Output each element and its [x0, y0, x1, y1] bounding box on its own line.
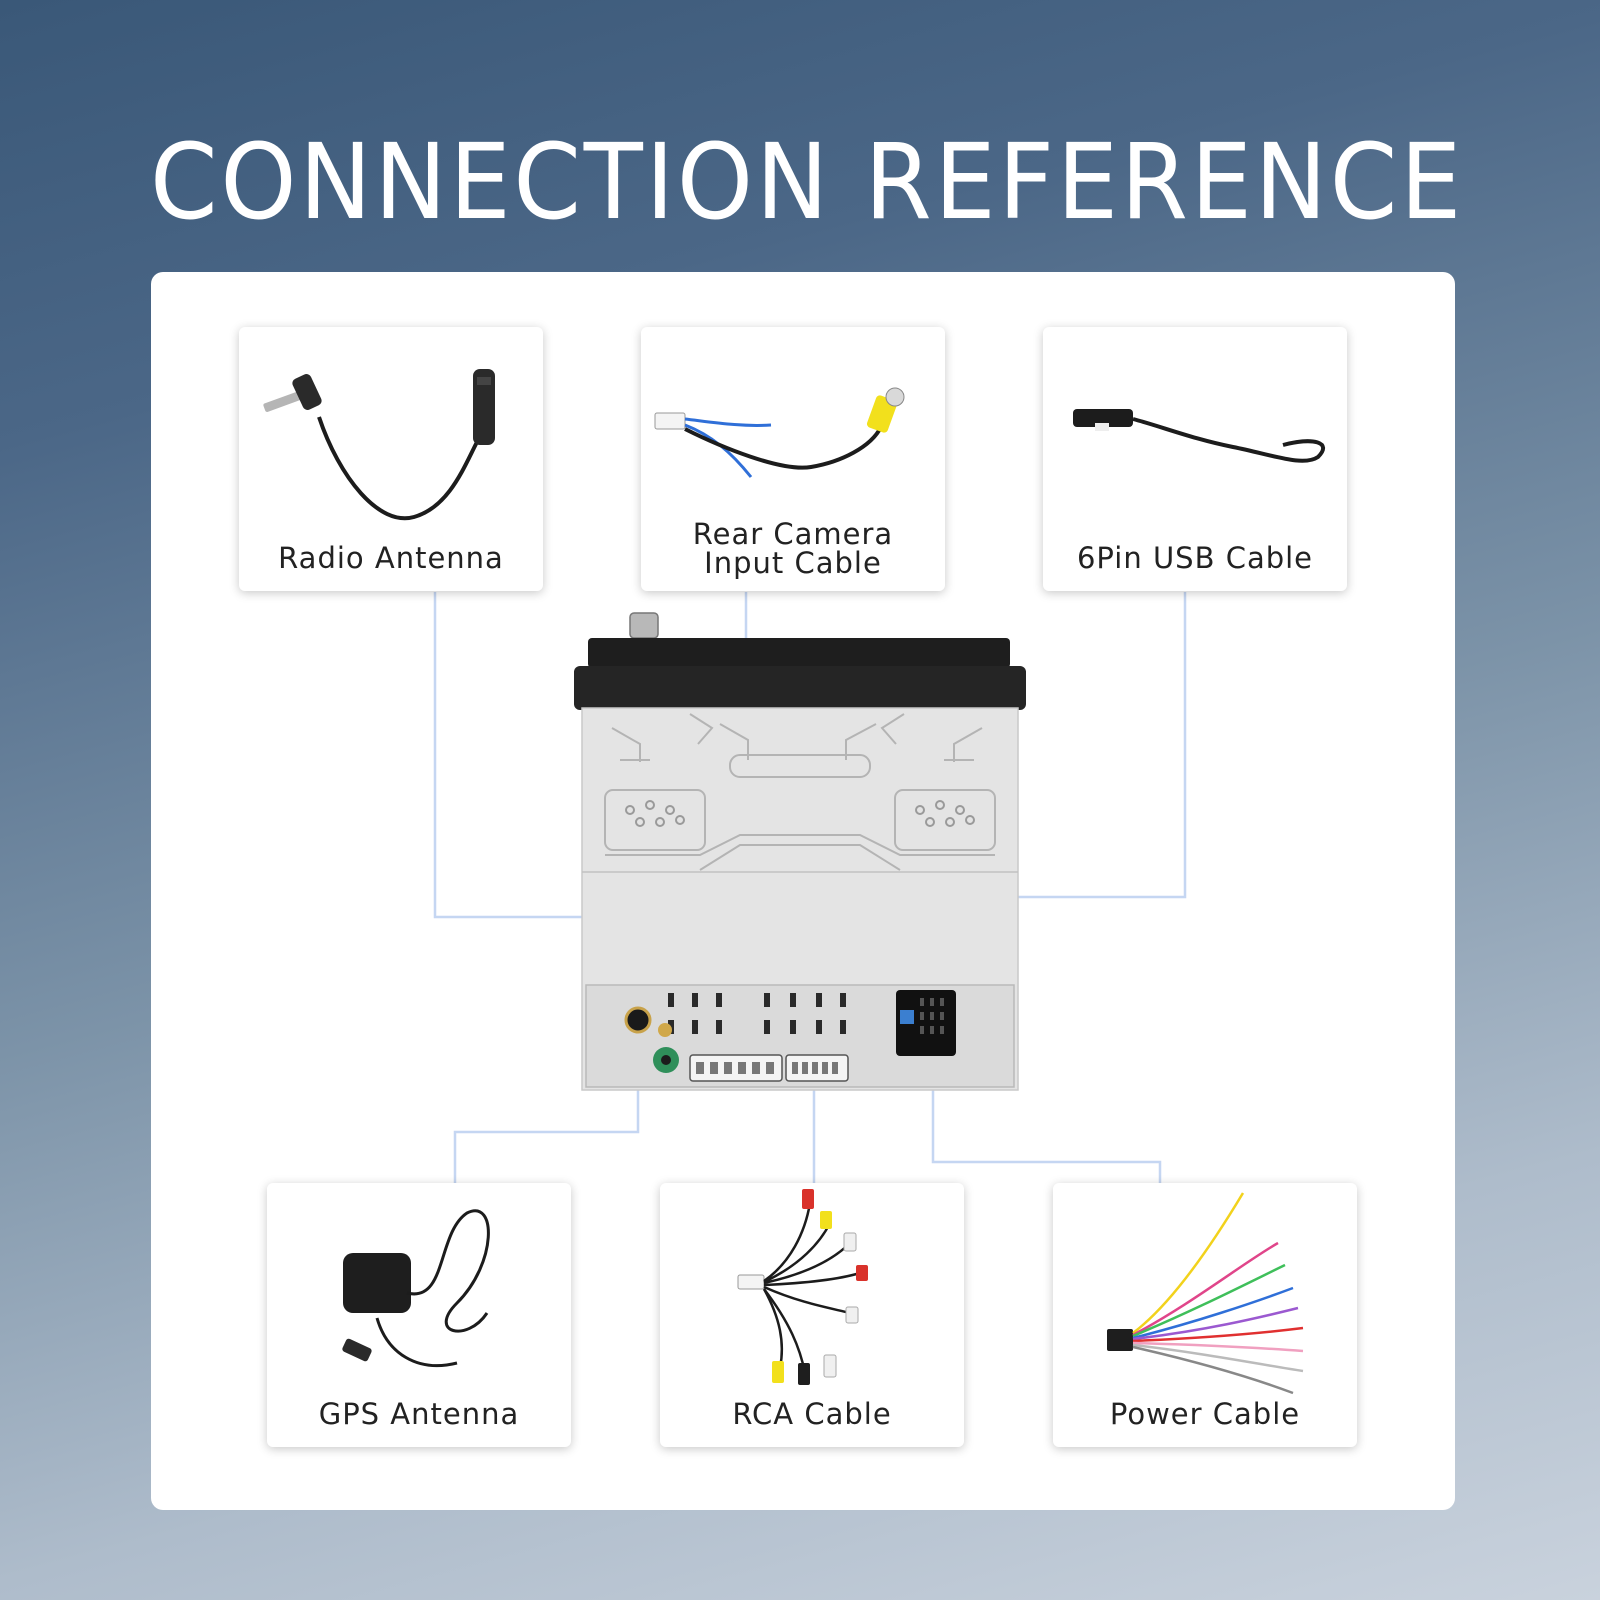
label-usb-cable: 6Pin USB Cable: [1076, 541, 1314, 575]
line-power-cable: [931, 1070, 1162, 1183]
multi-pin-connector-left: [689, 1054, 783, 1082]
card-rca-cable: RCA Cable: [660, 1183, 964, 1447]
radio-antenna-cable-image: [263, 369, 495, 521]
card-radio-antenna: Radio Antenna: [239, 327, 543, 591]
power-socket: [896, 990, 956, 1056]
label-radio-antenna: Radio Antenna: [278, 541, 504, 575]
card-power-cable: Power Cable: [1053, 1183, 1357, 1447]
front-panel: [588, 638, 1010, 668]
label-gps-antenna: GPS Antenna: [318, 1397, 520, 1431]
usb-cable-image: [1073, 409, 1326, 463]
card-rear-camera: Rear Camera Input Cable: [641, 327, 945, 591]
label-power-cable: Power Cable: [1109, 1397, 1301, 1431]
card-gps-antenna: GPS Antenna: [267, 1183, 571, 1447]
gps-port: [624, 1006, 652, 1034]
volume-knob: [629, 612, 659, 639]
multi-pin-connector-rca: [785, 1054, 849, 1082]
label-rear-camera-line2: Input Cable: [704, 546, 882, 580]
power-cable-image: [1107, 1192, 1304, 1395]
label-rca-cable: RCA Cable: [732, 1397, 892, 1431]
label-rear-camera-line1: Rear Camera: [692, 517, 894, 551]
page-title: CONNECTION REFERENCE: [150, 121, 1465, 243]
gps-antenna-image: [342, 1209, 490, 1368]
rear-camera-cable-image: [654, 387, 905, 478]
rca-cable-image: [737, 1189, 868, 1385]
card-usb-cable: 6Pin USB Cable: [1043, 327, 1347, 591]
